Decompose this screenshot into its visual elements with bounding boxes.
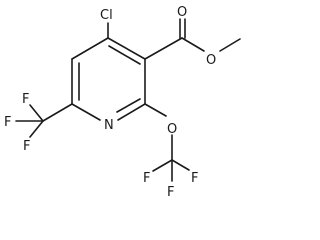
bond-c2-oether bbox=[144, 103, 167, 117]
atom-oxygen-ester: O bbox=[206, 53, 216, 68]
atom-label-layer: Cl N O O O F F F F F F bbox=[4, 5, 216, 200]
atom-fluorine-left-top: F bbox=[22, 92, 29, 107]
bond-cf3-f-right bbox=[171, 159, 190, 171]
atom-fluorine-left-mid: F bbox=[4, 115, 11, 130]
bond-c6-cf3 bbox=[42, 103, 73, 122]
atom-oxygen-carbonyl: O bbox=[177, 5, 187, 20]
bond-c2-n bbox=[117, 103, 146, 121]
atom-fluorine-left-bot: F bbox=[23, 139, 30, 154]
bond-cf3-f-left bbox=[152, 159, 173, 172]
atom-oxygen-ether: O bbox=[167, 122, 177, 137]
bond-layer bbox=[15, 18, 241, 182]
bond-ccarbonyl-oester bbox=[181, 37, 205, 52]
bond-c4-c3-double bbox=[108, 45, 141, 65]
bond-cf3-f-up bbox=[29, 104, 44, 122]
bond-c3-ccarbonyl bbox=[144, 37, 183, 60]
bond-c2-n-double bbox=[116, 98, 141, 113]
atom-fluorine-bottom-right: F bbox=[191, 171, 198, 186]
chemical-structure-diagram: Cl N O O O F F F F F F bbox=[4, 5, 241, 200]
atom-nitrogen: N bbox=[104, 118, 114, 133]
bond-oester-methyl bbox=[219, 38, 241, 52]
atom-chlorine: Cl bbox=[100, 8, 113, 23]
bond-c5-c4 bbox=[71, 37, 109, 60]
atom-fluorine-bottom-left: F bbox=[143, 171, 150, 186]
bond-c4-c3 bbox=[107, 37, 146, 60]
bond-n-c6 bbox=[71, 103, 101, 121]
atom-fluorine-bottom-mid: F bbox=[167, 185, 174, 200]
bond-cf3-f-down-left bbox=[29, 120, 44, 138]
